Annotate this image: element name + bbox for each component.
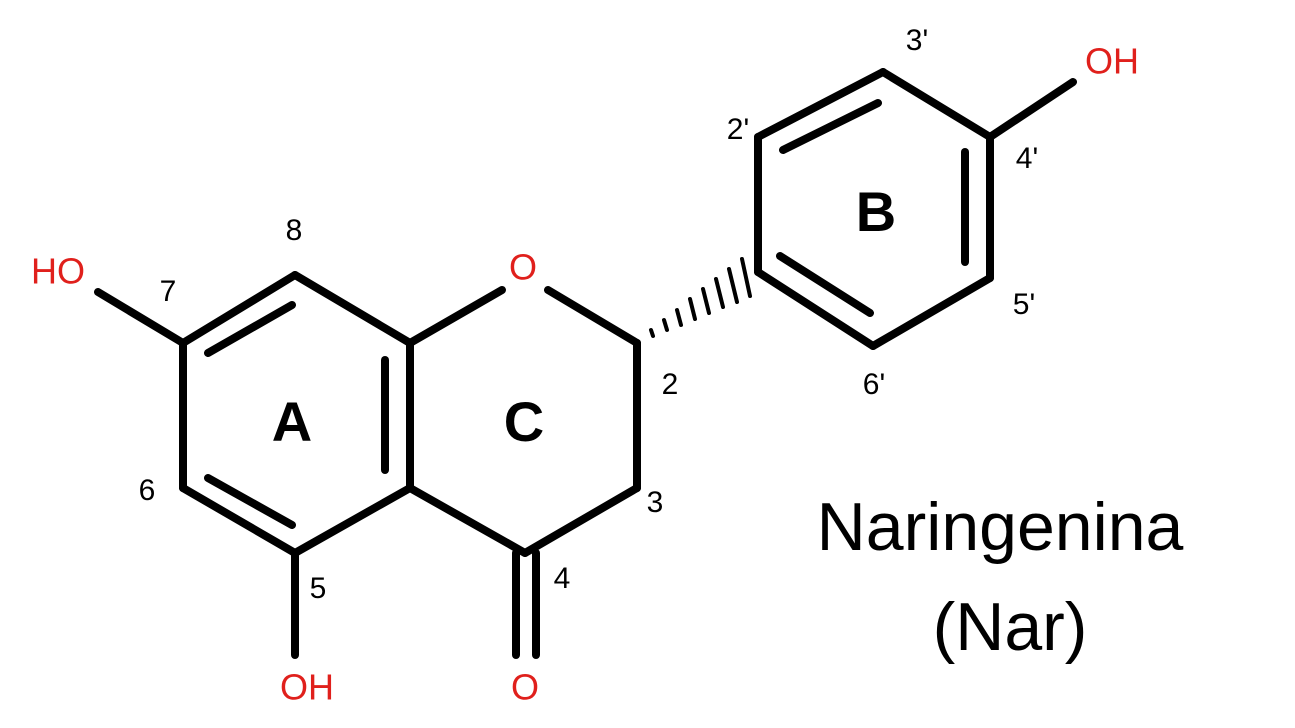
compound-abbreviation: (Nar) bbox=[933, 589, 1088, 665]
position-6-label: 6 bbox=[139, 474, 156, 507]
position-4prime-label: 4' bbox=[1016, 142, 1038, 175]
ring-a-label: A bbox=[272, 390, 312, 453]
position-3prime-label: 3' bbox=[906, 24, 928, 57]
carbonyl-oxygen-label: O bbox=[511, 667, 539, 708]
position-6prime-label: 6' bbox=[863, 368, 885, 401]
compound-name: Naringenina bbox=[817, 489, 1184, 565]
hydroxyl-7-label: HO bbox=[31, 251, 85, 292]
substituent-bonds bbox=[94, 78, 1077, 659]
ring-b-bonds bbox=[754, 68, 994, 350]
position-2prime-label: 2' bbox=[727, 113, 749, 146]
position-7-label: 7 bbox=[160, 275, 177, 308]
position-5prime-label: 5' bbox=[1013, 288, 1035, 321]
hydroxyl-4prime-label: OH bbox=[1085, 41, 1139, 82]
position-5-label: 5 bbox=[310, 572, 327, 605]
position-2-label: 2 bbox=[662, 368, 679, 401]
hashed-wedge-bond bbox=[649, 257, 752, 338]
ring-a-bonds bbox=[179, 271, 414, 557]
hydroxyl-5-label: OH bbox=[280, 667, 334, 708]
ring-c-bonds bbox=[406, 286, 641, 557]
ring-c-label: C bbox=[504, 390, 544, 453]
position-8-label: 8 bbox=[286, 214, 303, 247]
position-3-label: 3 bbox=[647, 486, 664, 519]
position-4-label: 4 bbox=[554, 562, 571, 595]
ring-b-label: B bbox=[856, 180, 896, 243]
ring-oxygen-label: O bbox=[509, 247, 537, 288]
